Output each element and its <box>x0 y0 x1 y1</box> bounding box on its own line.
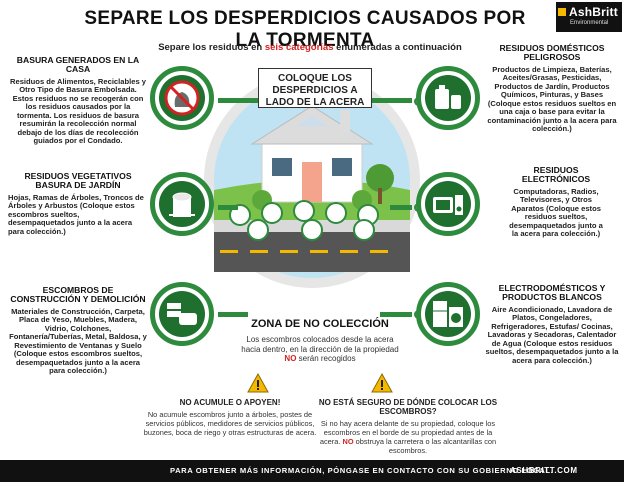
no-collection-zone-text: Los escombros colocados desde la acera h… <box>241 335 399 364</box>
appliances-circle <box>416 282 480 346</box>
construction-section: ESCOMBROS DE CONSTRUCCIÓN Y DEMOLICIÓN M… <box>9 285 147 376</box>
hazardous-section: RESIDUOS DOMÉSTICOS PELIGROSOS Productos… <box>487 43 617 134</box>
house-scene <box>204 72 420 288</box>
footer-bar: PARA OBTENER MÁS INFORMACIÓN, PÓNGASE EN… <box>0 460 624 482</box>
ashbritt-logo: AshBritt Environmental <box>556 2 622 32</box>
connector-electronics <box>390 205 412 210</box>
tv-speaker-icon <box>433 195 463 215</box>
connector-household <box>218 98 258 103</box>
warning-icon <box>371 372 393 393</box>
curbside-label: COLOQUE LOS DESPERDICIOS A LADO DE LA AC… <box>258 68 372 108</box>
household-section: BASURA GENERADOS EN LA CASA Residuos de … <box>9 55 147 146</box>
page-subtitle: Separe los residuos en seis categorías e… <box>158 42 462 53</box>
household-trash-circle <box>150 66 214 130</box>
connector-appliances <box>380 312 412 317</box>
tree-stump-icon <box>169 192 195 217</box>
no-trash-bag-icon <box>164 80 200 116</box>
electronics-circle <box>416 172 480 236</box>
construction-circle <box>150 282 214 346</box>
hazardous-circle <box>416 66 480 130</box>
electronics-section: RESIDUOS ELECTRÓNICOS Computadoras, Radi… <box>509 165 603 239</box>
connector-vegetative <box>218 205 238 210</box>
appliances-section: ELECTRODOMÉSTICOS Y PRODUCTOS BLANCOS Ai… <box>485 283 619 365</box>
no-collection-zone-title: ZONA DE NO COLECCIÓN <box>251 318 389 330</box>
warning-left: NO ACUMULE O APOYEN! No acumule escombro… <box>143 398 317 438</box>
footer-website-link[interactable]: ASHBRITT.COM <box>510 466 578 475</box>
footer-contact-text: PARA OBTENER MÁS INFORMACIÓN, PÓNGASE EN… <box>170 466 554 475</box>
warning-right: NO ESTÁ SEGURO DE DÓNDE COLOCAR LOS ESCO… <box>318 398 498 456</box>
vegetative-circle <box>150 172 214 236</box>
warning-icon <box>247 372 269 393</box>
logo-mark <box>558 8 566 16</box>
page-title: SEPARE LOS DESPERDICIOS CAUSADOS POR LA … <box>84 8 526 51</box>
bricks-sofa-icon <box>167 303 197 325</box>
connector-hazardous <box>372 98 412 103</box>
connector-construction <box>218 312 248 317</box>
vegetative-section: RESIDUOS VEGETATIVOS BASURA DE JARDÍN Ho… <box>8 171 144 236</box>
fridge-washer-icon <box>433 301 463 327</box>
chemical-cans-icon <box>435 85 461 109</box>
